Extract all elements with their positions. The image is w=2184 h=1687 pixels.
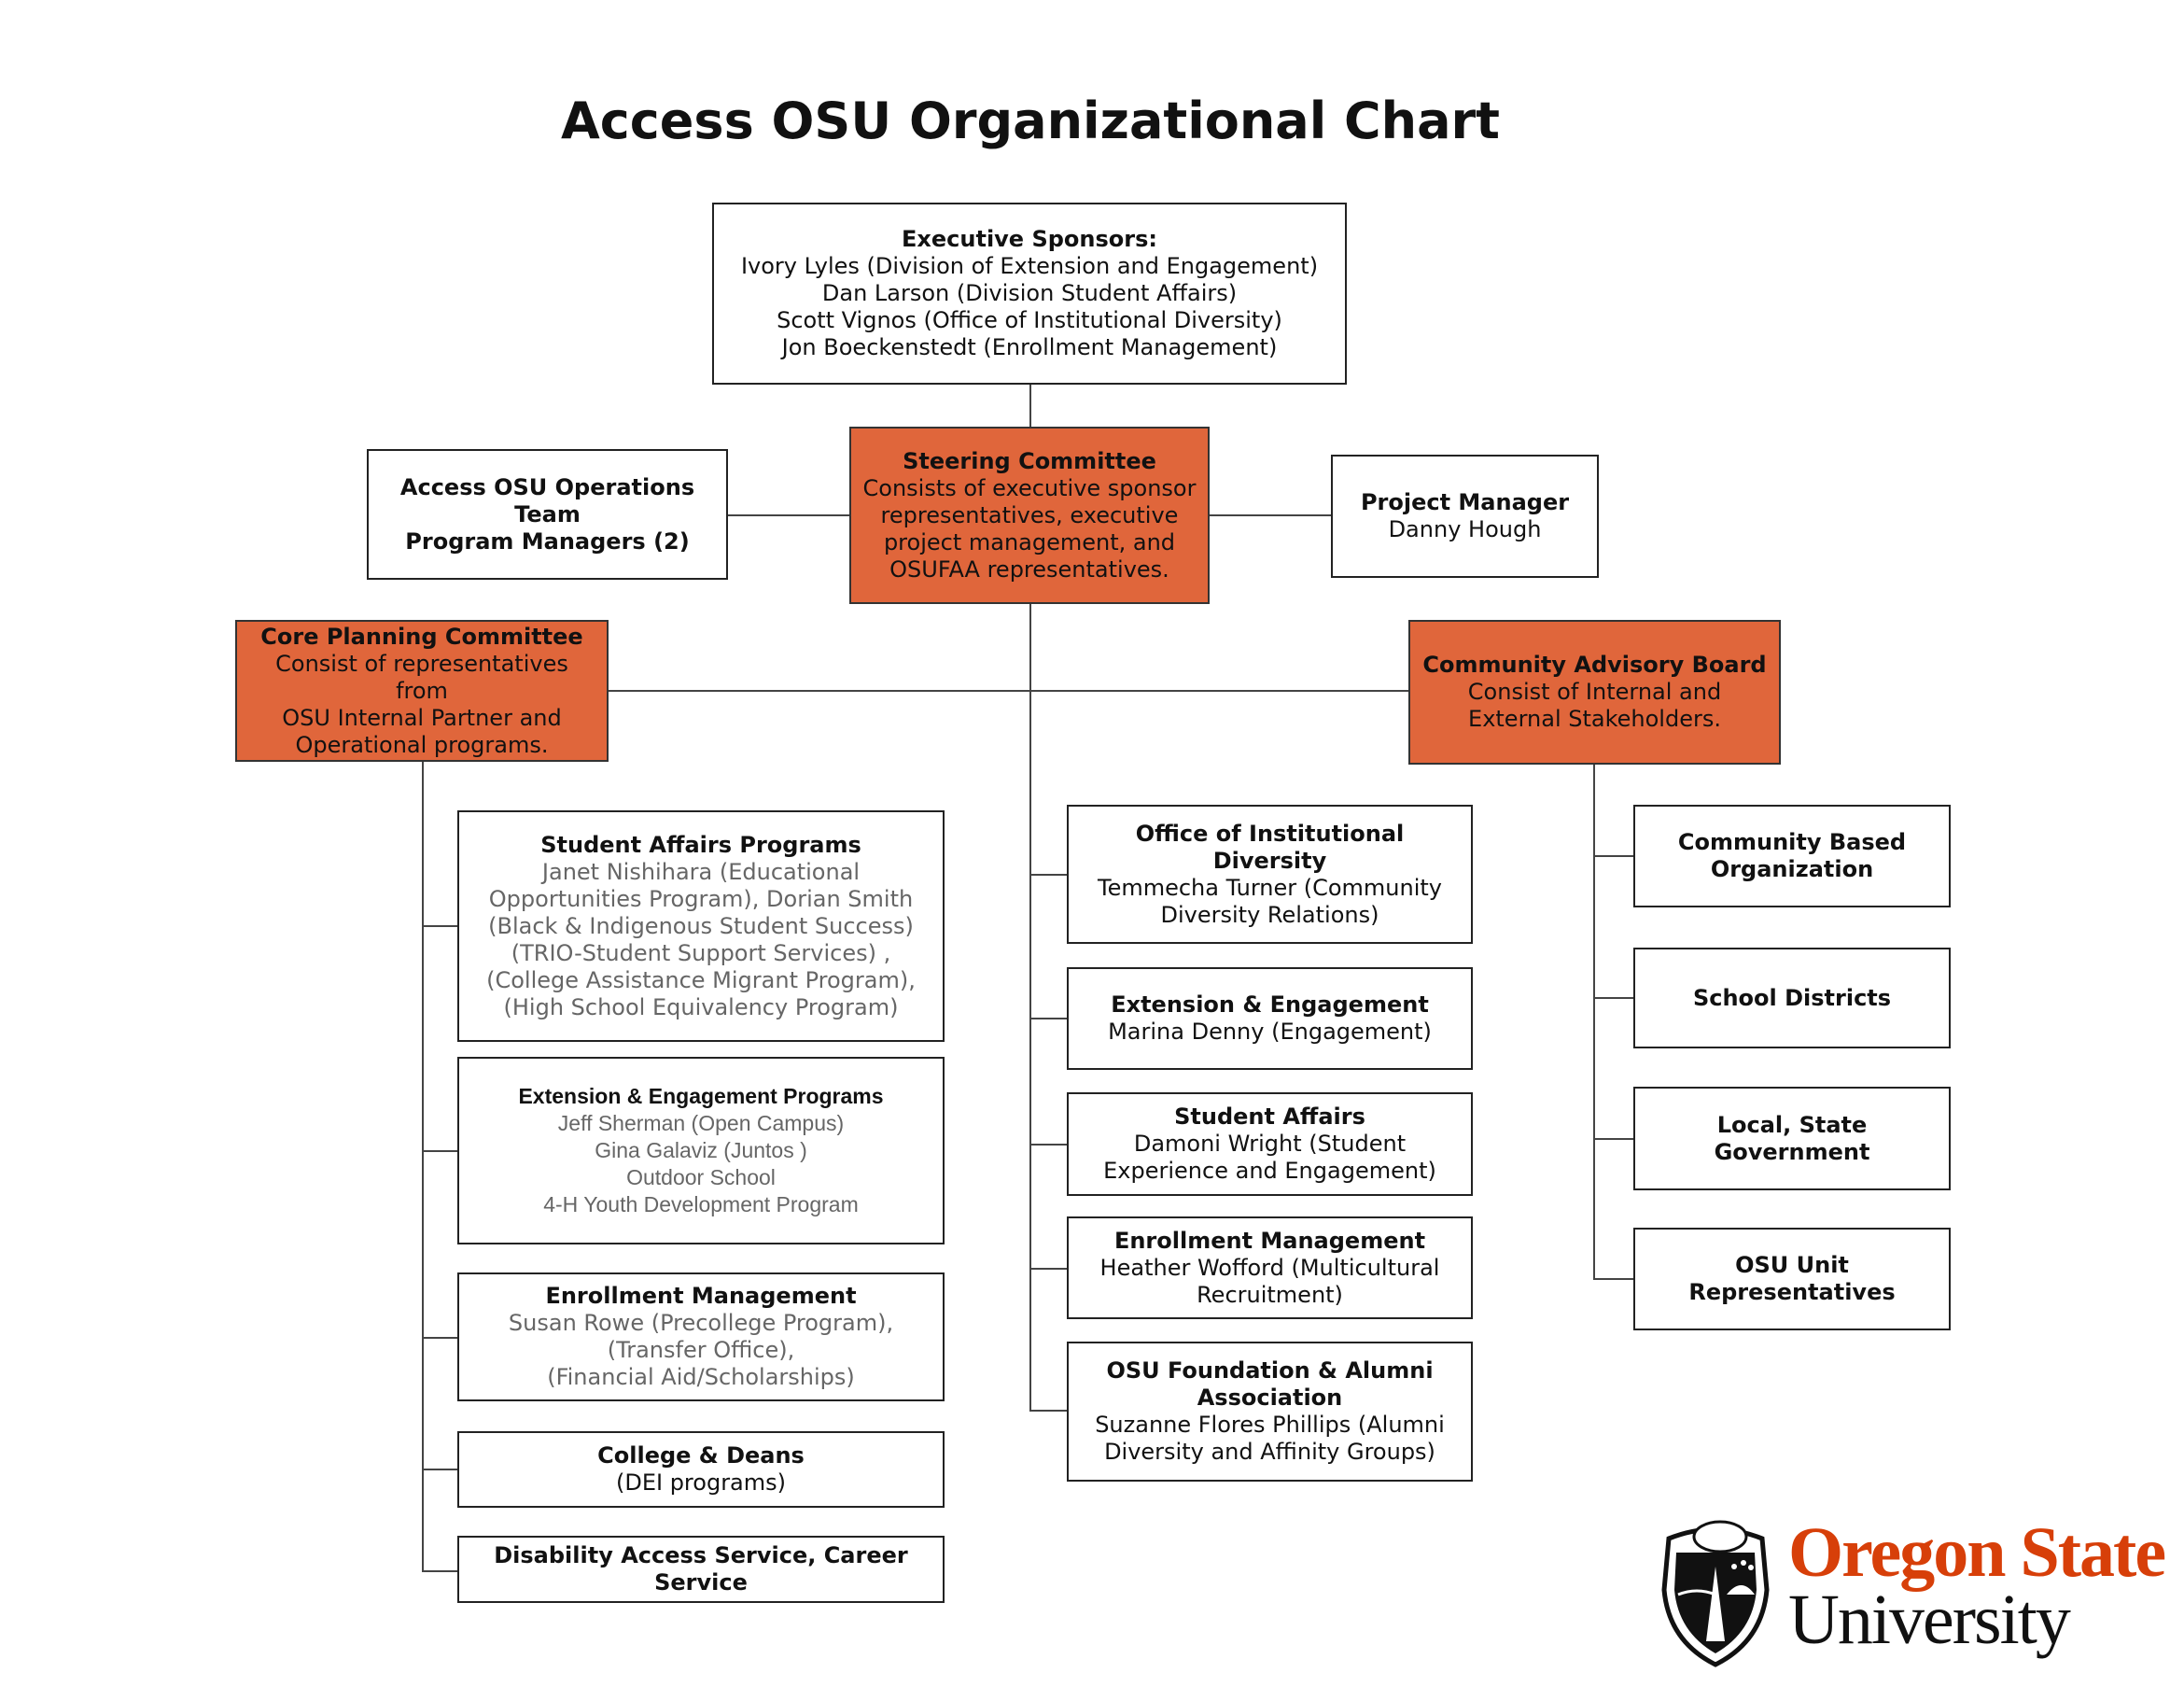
osu-logo: Oregon State University bbox=[1650, 1501, 2173, 1669]
connector bbox=[1593, 1278, 1633, 1280]
box-body: Janet Nishihara (Educational Opportuniti… bbox=[486, 858, 916, 1020]
connector bbox=[1593, 855, 1633, 857]
box-title: Disability Access Service, Career Servic… bbox=[494, 1542, 908, 1596]
page-title: Access OSU Organizational Chart bbox=[561, 91, 1500, 150]
box-title: Access OSU Operations Team Program Manag… bbox=[399, 473, 695, 555]
box-title: OSU Foundation & Alumni Association bbox=[1106, 1357, 1434, 1411]
steering-committee-box: Steering Committee Consists of executive… bbox=[849, 427, 1210, 604]
community-based-organization-box: Community Based Organization bbox=[1633, 805, 1951, 907]
executive-sponsors-box: Executive Sponsors: Ivory Lyles (Divisio… bbox=[712, 203, 1347, 385]
logo-text-oregon-state: Oregon State bbox=[1788, 1513, 2166, 1592]
connector bbox=[422, 1150, 457, 1152]
box-title: Community Based Organization bbox=[1677, 829, 1907, 882]
box-title: School Districts bbox=[1692, 984, 1892, 1011]
connector bbox=[422, 1570, 457, 1572]
connector bbox=[422, 1469, 457, 1470]
connector bbox=[1029, 1144, 1067, 1146]
connector bbox=[1029, 874, 1067, 876]
connector bbox=[1029, 385, 1031, 1412]
box-body: Temmecha Turner (Community Diversity Rel… bbox=[1097, 874, 1443, 928]
student-affairs-box: Student Affairs Damoni Wright (Student E… bbox=[1067, 1092, 1473, 1196]
connector bbox=[1593, 765, 1595, 1280]
connector bbox=[422, 925, 457, 927]
logo-text-university: University bbox=[1788, 1581, 2071, 1659]
connector bbox=[422, 762, 424, 1572]
box-title: OSU Unit Representatives bbox=[1688, 1252, 1896, 1305]
box-body: Danny Hough bbox=[1388, 516, 1542, 542]
operations-team-box: Access OSU Operations Team Program Manag… bbox=[367, 449, 728, 580]
community-advisory-board-box: Community Advisory Board Consist of Inte… bbox=[1408, 620, 1781, 765]
box-title: Extension & Engagement Programs bbox=[518, 1084, 884, 1108]
project-manager-box: Project Manager Danny Hough bbox=[1331, 455, 1599, 578]
box-body: Consists of executive sponsor representa… bbox=[862, 474, 1197, 583]
box-body: Marina Denny (Engagement) bbox=[1108, 1019, 1432, 1045]
osu-shield-icon bbox=[1661, 1520, 1770, 1667]
osu-foundation-box: OSU Foundation & Alumni Association Suza… bbox=[1067, 1342, 1473, 1482]
box-body: Consist of Internal and External Stakeho… bbox=[1467, 679, 1722, 732]
college-deans-box: College & Deans (DEI programs) bbox=[457, 1431, 945, 1508]
box-body: Consist of representatives from OSU Inte… bbox=[275, 650, 568, 758]
extension-engagement-box: Extension & Engagement Marina Denny (Eng… bbox=[1067, 967, 1473, 1070]
connector bbox=[1593, 1138, 1633, 1140]
box-body: Damoni Wright (Student Experience and En… bbox=[1103, 1131, 1436, 1184]
box-body: Jeff Sherman (Open Campus) Gina Galaviz … bbox=[543, 1111, 859, 1216]
box-title: Core Planning Committee bbox=[260, 623, 583, 650]
box-body: (DEI programs) bbox=[615, 1469, 787, 1496]
box-title: Enrollment Management bbox=[545, 1283, 857, 1309]
enrollment-management-box: Enrollment Management Heather Wofford (M… bbox=[1067, 1216, 1473, 1319]
box-title: College & Deans bbox=[597, 1442, 805, 1469]
box-body: Ivory Lyles (Division of Extension and E… bbox=[740, 253, 1319, 360]
connector bbox=[1029, 1018, 1067, 1019]
box-title: Local, State Government bbox=[1714, 1111, 1870, 1165]
box-title: Extension & Engagement bbox=[1111, 991, 1429, 1018]
connector bbox=[1029, 1268, 1067, 1270]
box-title: Office of Institutional Diversity bbox=[1135, 820, 1405, 874]
connector bbox=[1593, 997, 1633, 999]
institutional-diversity-box: Office of Institutional Diversity Temmec… bbox=[1067, 805, 1473, 944]
core-planning-committee-box: Core Planning Committee Consist of repre… bbox=[235, 620, 609, 762]
box-title: Steering Committee bbox=[903, 447, 1156, 474]
local-state-government-box: Local, State Government bbox=[1633, 1087, 1951, 1190]
school-districts-box: School Districts bbox=[1633, 948, 1951, 1048]
student-affairs-programs-box: Student Affairs Programs Janet Nishihara… bbox=[457, 810, 945, 1042]
connector bbox=[609, 690, 1408, 692]
disability-access-career-box: Disability Access Service, Career Servic… bbox=[457, 1536, 945, 1603]
box-title: Student Affairs Programs bbox=[540, 831, 861, 858]
box-title: Project Manager bbox=[1360, 489, 1570, 515]
osu-unit-representatives-box: OSU Unit Representatives bbox=[1633, 1228, 1951, 1330]
extension-engagement-programs-box: Extension & Engagement Programs Jeff She… bbox=[457, 1057, 945, 1244]
box-title: Student Affairs bbox=[1174, 1104, 1365, 1130]
connector bbox=[422, 1337, 457, 1339]
enrollment-management-programs-box: Enrollment Management Susan Rowe (Precol… bbox=[457, 1272, 945, 1401]
box-body: Heather Wofford (Multicultural Recruitme… bbox=[1099, 1254, 1440, 1308]
box-title: Enrollment Management bbox=[1113, 1227, 1426, 1254]
connector bbox=[1029, 1410, 1067, 1412]
box-body: Susan Rowe (Precollege Program), (Transf… bbox=[508, 1310, 894, 1390]
box-title: Executive Sponsors: bbox=[902, 226, 1157, 252]
box-title: Community Advisory Board bbox=[1422, 652, 1767, 678]
box-body: Suzanne Flores Phillips (Alumni Diversit… bbox=[1095, 1412, 1445, 1465]
